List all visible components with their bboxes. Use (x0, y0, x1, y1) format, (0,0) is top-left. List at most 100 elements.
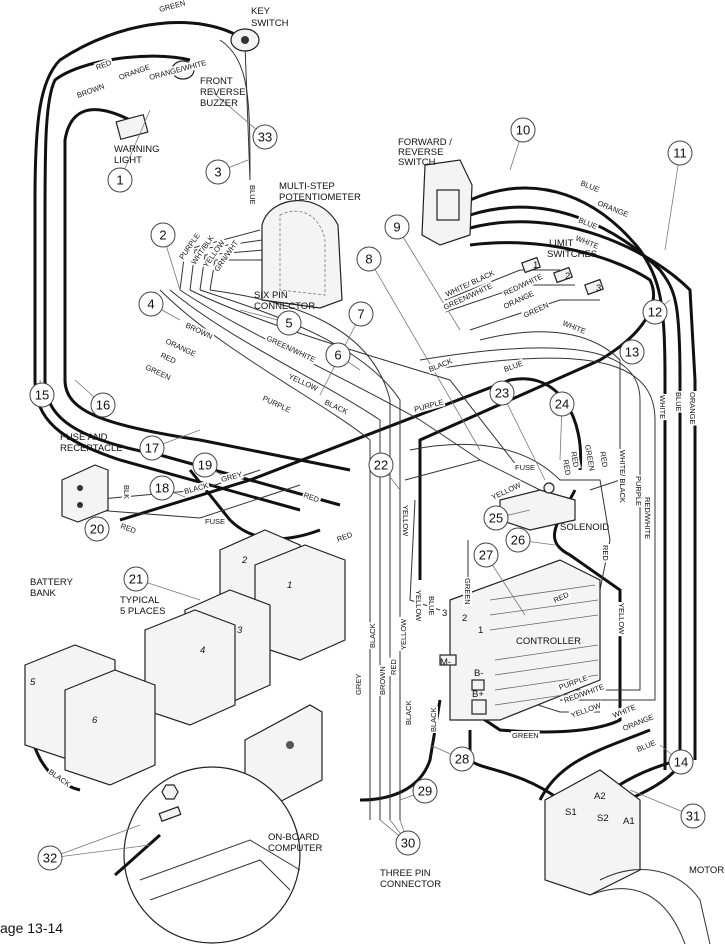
callout-17: 17 (139, 435, 165, 461)
terminal-2: 2 (462, 613, 467, 624)
wire-label-backing (368, 622, 377, 649)
callout-circle (642, 299, 668, 325)
wire-label-backing (610, 702, 639, 721)
battery-5-number: 5 (30, 677, 36, 688)
callout-12: 12 (642, 299, 668, 325)
three-pin-label: CONNECTOR (380, 879, 441, 890)
typical-label: 5 PLACES (120, 606, 165, 617)
wire-label-backing (561, 681, 607, 706)
callout-number: 23 (495, 386, 509, 401)
solenoid[interactable] (499, 482, 576, 531)
callout-number: 17 (145, 441, 159, 456)
callout-number: 33 (258, 130, 272, 145)
wire-label-backing (441, 280, 495, 313)
callout-2: 2 (150, 222, 176, 248)
callout-circle (368, 452, 394, 478)
callout-circle (138, 291, 164, 317)
callout-23: 23 (489, 380, 515, 406)
callout-15: 15 (29, 382, 55, 408)
wire-label-backing (378, 665, 387, 696)
callout-10: 10 (510, 117, 536, 143)
callout-circle (473, 542, 499, 568)
callout-circle (412, 778, 438, 804)
limit-switches[interactable] (521, 256, 604, 296)
terminal-m-minus: M- (440, 657, 451, 668)
wire-label: BLACK (429, 707, 438, 732)
battery-1-number: 1 (287, 580, 292, 591)
callout-number: 13 (625, 345, 639, 360)
callout-number: 14 (674, 755, 688, 770)
wire-label-backing (286, 371, 322, 394)
wire-label: GREEN/WHITE (265, 334, 317, 365)
fuse-receptacle-label: FUSE AND (60, 432, 108, 443)
callout-16: 16 (90, 392, 116, 418)
wire-label-backing (511, 731, 540, 740)
wire-label-backing (578, 178, 602, 195)
callout-number: 29 (418, 784, 432, 799)
battery-bank-label: BATTERY (30, 577, 74, 588)
terminal-a1: A1 (623, 816, 635, 827)
callout-number: 24 (555, 397, 569, 412)
wire-label-backing (429, 706, 438, 733)
callout-circle (668, 749, 694, 775)
callout-circle (680, 803, 706, 829)
wire-label: YELLOW (414, 590, 423, 622)
wire-label: RED (561, 459, 573, 477)
battery-bank (24, 529, 346, 786)
wire-label-backing (354, 672, 363, 696)
callout-circle (395, 830, 421, 856)
callout-circle (325, 342, 351, 368)
forward-reverse-switch[interactable] (421, 159, 473, 246)
callout-circle (449, 746, 475, 772)
wire-label: GREY (354, 674, 363, 695)
callout-26: 26 (505, 527, 531, 553)
page-number: age 13-14 (0, 920, 64, 936)
key-switch-label: SWITCH (251, 18, 289, 29)
motor-label: MOTOR (689, 865, 724, 876)
callout-number: 7 (357, 307, 364, 322)
callout-20: 20 (84, 516, 110, 542)
wire-label-backing (404, 699, 413, 726)
motor (544, 769, 711, 944)
callout-3: 3 (205, 159, 231, 185)
wire-label-backing (582, 442, 597, 473)
wire-label-backing (248, 184, 257, 206)
wire-label-backing (334, 529, 356, 545)
callout-number: 18 (155, 481, 169, 496)
callout-circle (510, 117, 536, 143)
wire-label-backing (74, 81, 107, 101)
callout-number: 31 (686, 809, 700, 824)
callout-27: 27 (473, 542, 499, 568)
wire-label-backing (568, 449, 581, 470)
callout-number: 20 (90, 522, 104, 537)
fuse-receptacle[interactable] (61, 464, 109, 523)
limit-switch-3: 3 (596, 283, 601, 294)
limit-switch-1: 1 (533, 260, 538, 271)
wire-label: YELLOW (401, 505, 410, 537)
multi-step-potentiometer[interactable] (261, 200, 343, 309)
wire-label-backing (618, 449, 627, 504)
wire-label-backing (188, 232, 217, 267)
wire-label: GREEN (158, 0, 186, 14)
wire-label-backing (46, 766, 73, 790)
limit-switch-2: 2 (565, 271, 570, 282)
callout-circle (150, 222, 176, 248)
key-switch-label: KEY (251, 6, 271, 17)
buzzer-label: REVERSE (200, 87, 245, 98)
wire-label: BLUE (503, 359, 524, 374)
potentiometer-label: POTENTIOMETER (279, 192, 361, 203)
six-pin-label: SIX PIN (254, 290, 288, 301)
wire-label: BLK (122, 485, 131, 499)
wire-label-backing (147, 57, 209, 83)
computer-label: ON-BOARD (268, 832, 319, 843)
wire-label-backing (183, 320, 215, 342)
wire-label-backing (514, 463, 537, 472)
callout-circle (37, 845, 63, 871)
callout-number: 6 (334, 348, 341, 363)
callout-number: 1 (116, 173, 123, 188)
wire-label: BLUE (579, 179, 601, 195)
fr-switch-label: FORWARD / (398, 137, 452, 148)
callout-circle (348, 301, 374, 327)
key-switch[interactable] (230, 28, 260, 52)
wire-label: BLACK (368, 623, 377, 648)
